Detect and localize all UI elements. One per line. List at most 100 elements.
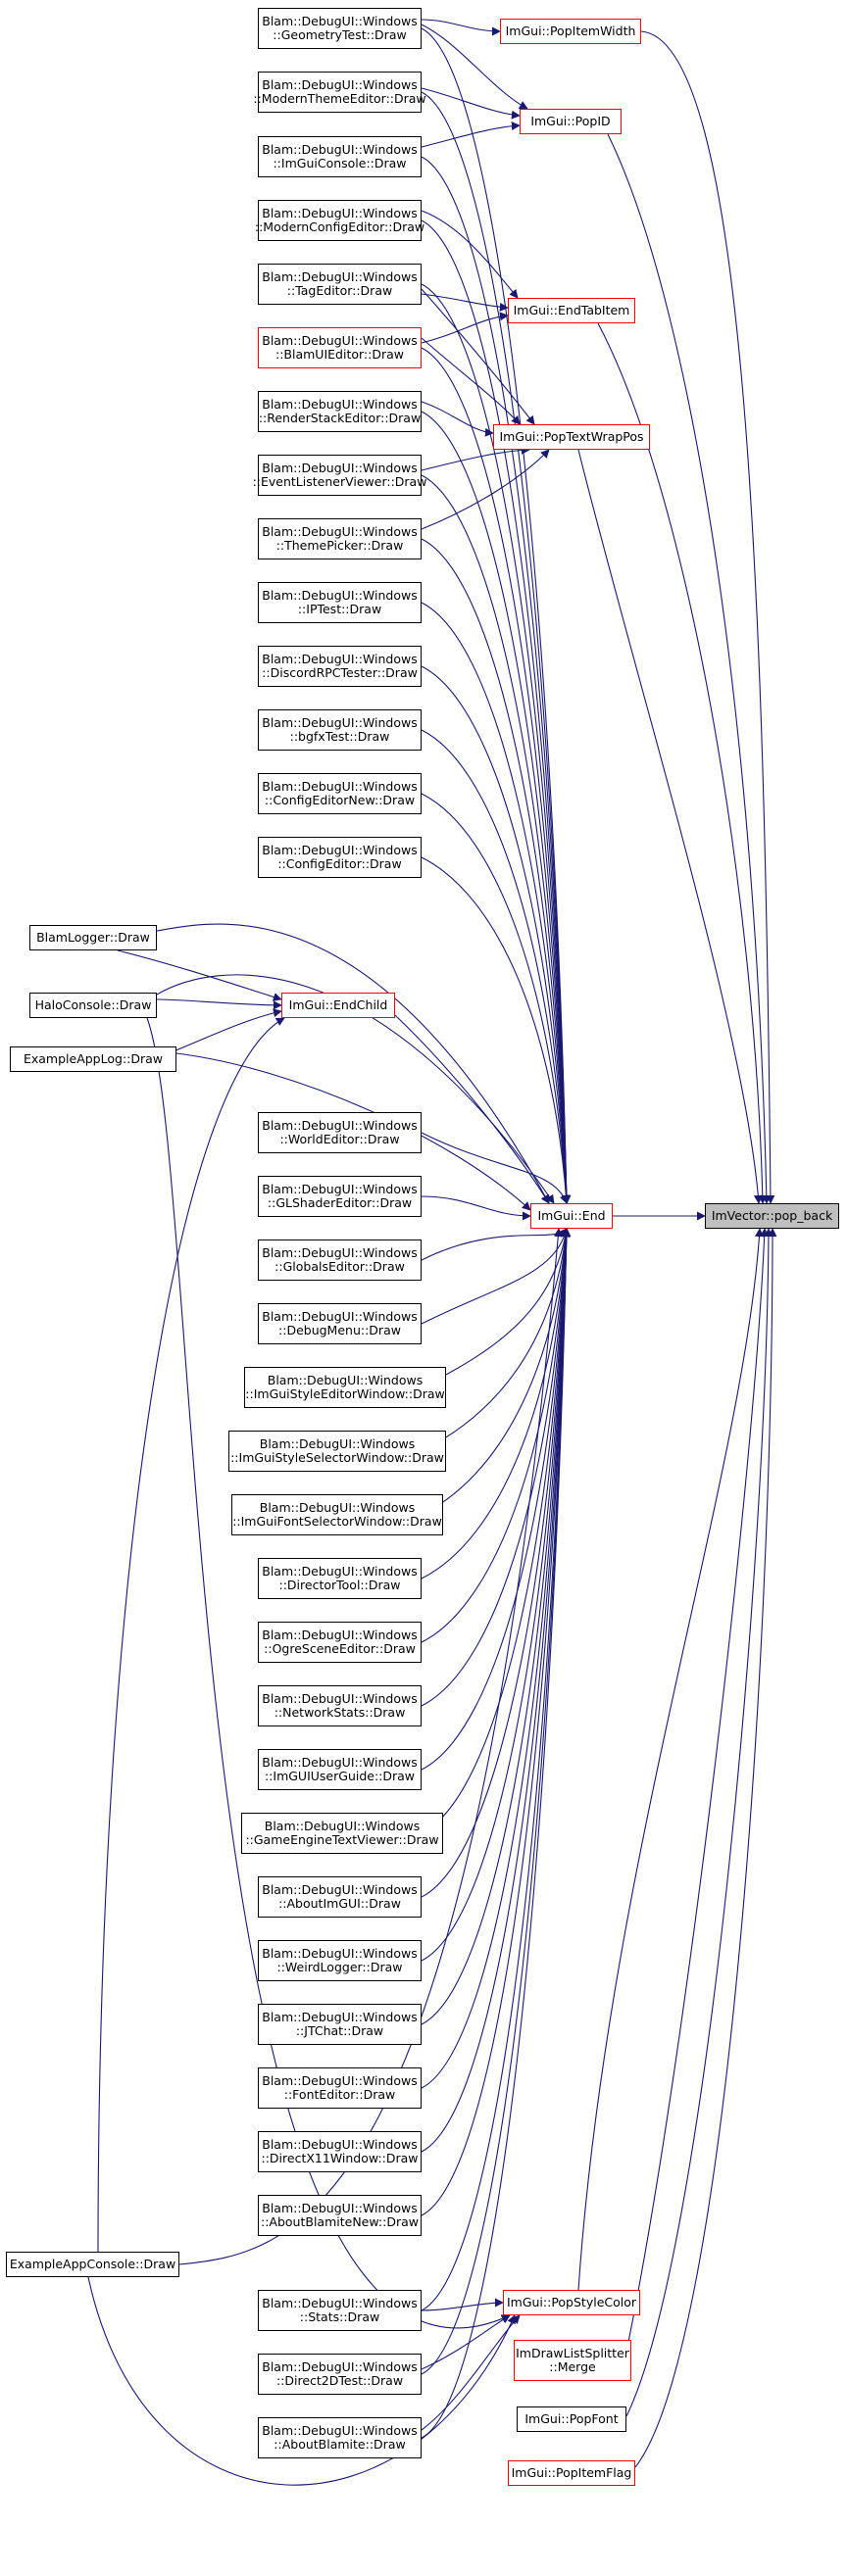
node-label-line1: Blam::DebugUI::Windows xyxy=(262,269,418,284)
node-label-line1: Blam::DebugUI::Windows xyxy=(262,2423,418,2438)
node-pop-back[interactable]: ImVector::pop_back xyxy=(705,1203,839,1229)
node-end[interactable]: ImGui::End xyxy=(530,1203,613,1229)
edge-exampleappconsole-end xyxy=(178,1228,563,2265)
edge-exampleapplog-end xyxy=(175,1052,531,1211)
node-end-child[interactable]: ImGui::EndChild xyxy=(281,993,395,1018)
node-window-glshadereditor[interactable]: Blam::DebugUI::Windows::GLShaderEditor::… xyxy=(258,1176,422,1217)
node-window-aboutblamite[interactable]: Blam::DebugUI::Windows::AboutBlamite::Dr… xyxy=(258,2417,422,2458)
node-window-direct2dtest[interactable]: Blam::DebugUI::Windows::Direct2DTest::Dr… xyxy=(258,2354,422,2395)
edge-window-end xyxy=(421,1228,571,1516)
node-label-line2: ::NetworkStats::Draw xyxy=(274,1705,406,1720)
edge-window-end xyxy=(421,1228,572,2439)
node-merge[interactable]: ImDrawListSplitter ::Merge xyxy=(514,2340,631,2381)
edge-window-end xyxy=(421,1228,572,2311)
node-window-imguistyleselectorwindow[interactable]: Blam::DebugUI::Windows::ImGuiStyleSelect… xyxy=(228,1431,446,1472)
node-window-eventlistenerviewer[interactable]: Blam::DebugUI::Windows::EventListenerVie… xyxy=(253,455,426,496)
node-label-line2: ::OgreSceneEditor::Draw xyxy=(264,1641,416,1656)
node-label-line1: Blam::DebugUI::Windows xyxy=(262,14,418,28)
node-window-gameenginetextviewer[interactable]: Blam::DebugUI::Windows::GameEngineTextVi… xyxy=(241,1813,443,1854)
edge-endtabitem-popback xyxy=(597,322,768,1204)
edge-window-end xyxy=(421,729,572,1204)
node-label-line2: ::ImGuiStyleEditorWindow::Draw xyxy=(245,1386,445,1401)
edge-window-poptextwrappos xyxy=(421,401,494,437)
node-label-line1: Blam::DebugUI::Windows xyxy=(262,1628,418,1642)
edge-window-end xyxy=(421,1228,571,1580)
node-pop-style-color[interactable]: ImGui::PopStyleColor xyxy=(503,2290,640,2315)
node-label-line2: ::GlobalsEditor::Draw xyxy=(274,1259,405,1274)
node-window-modernconfigeditor[interactable]: Blam::DebugUI::Windows::ModernConfigEdit… xyxy=(255,200,424,241)
node-label-line1: Blam::DebugUI::Windows xyxy=(262,2201,418,2215)
node-pop-id[interactable]: ImGui::PopID xyxy=(520,109,622,134)
node-label-line2: ::GeometryTest::Draw xyxy=(273,27,407,42)
node-label-line1: Blam::DebugUI::Windows xyxy=(262,524,418,539)
node-pop-text-wrap-pos[interactable]: ImGui::PopTextWrapPos xyxy=(493,424,650,450)
node-window-imguistyleeditorwindow[interactable]: Blam::DebugUI::Windows::ImGuiStyleEditor… xyxy=(244,1367,446,1408)
node-example-app-log[interactable]: ExampleAppLog::Draw xyxy=(10,1046,176,1072)
node-window-aboutimgui[interactable]: Blam::DebugUI::Windows::AboutImGUI::Draw xyxy=(258,1876,422,1918)
node-window-bgfxtest[interactable]: Blam::DebugUI::Windows::bgfxTest::Draw xyxy=(258,709,422,751)
node-label-line2: ::AboutBlamiteNew::Draw xyxy=(261,2214,419,2229)
node-window-worldeditor[interactable]: Blam::DebugUI::Windows::WorldEditor::Dra… xyxy=(258,1112,422,1153)
edge-window-popid xyxy=(421,122,521,148)
node-window-directortool[interactable]: Blam::DebugUI::Windows::DirectorTool::Dr… xyxy=(258,1558,422,1599)
node-label-line1: Blam::DebugUI::Windows xyxy=(262,333,418,348)
edge-blamlogger-endchild xyxy=(117,949,282,1001)
node-blam-logger[interactable]: BlamLogger::Draw xyxy=(29,925,157,950)
node-window-discordrpctester[interactable]: Blam::DebugUI::Windows::DiscordRPCTester… xyxy=(258,646,422,687)
node-window-aboutblamitenew[interactable]: Blam::DebugUI::Windows::AboutBlamiteNew:… xyxy=(258,2195,422,2236)
node-example-app-console[interactable]: ExampleAppConsole::Draw xyxy=(6,2252,179,2277)
node-label-line2: ::DirectX11Window::Draw xyxy=(261,2151,419,2165)
node-window-imguiuserguide[interactable]: Blam::DebugUI::Windows::ImGUIUserGuide::… xyxy=(258,1749,422,1790)
node-end-tab-item[interactable]: ImGui::EndTabItem xyxy=(508,298,635,323)
node-label: ImGui::PopItemFlag xyxy=(511,2465,632,2480)
node-window-configeditornew[interactable]: Blam::DebugUI::Windows::ConfigEditorNew:… xyxy=(258,773,422,814)
edge-window-poptextwrappos xyxy=(421,337,521,425)
node-window-debugmenu[interactable]: Blam::DebugUI::Windows::DebugMenu::Draw xyxy=(258,1303,422,1344)
node-pop-font[interactable]: ImGui::PopFont xyxy=(517,2406,626,2432)
node-window-networkstats[interactable]: Blam::DebugUI::Windows::NetworkStats::Dr… xyxy=(258,1685,422,1726)
node-label: HaloConsole::Draw xyxy=(34,997,152,1012)
node-label-line1: Blam::DebugUI::Windows xyxy=(262,2359,418,2374)
node-label: ImVector::pop_back xyxy=(711,1208,833,1223)
edge-window-endtabitem xyxy=(421,210,519,299)
node-window-modernthemeeditor[interactable]: Blam::DebugUI::Windows::ModernThemeEdito… xyxy=(253,72,426,113)
edge-window-popitemwidth xyxy=(421,19,501,36)
edge-window-end xyxy=(421,538,572,1204)
node-window-fonteditor[interactable]: Blam::DebugUI::Windows::FontEditor::Draw xyxy=(258,2067,422,2109)
node-window-renderstackeditor[interactable]: Blam::DebugUI::Windows::RenderStackEdito… xyxy=(258,391,422,432)
node-label-line1: Blam::DebugUI::Windows xyxy=(262,142,418,157)
node-label-line1: Blam::DebugUI::Windows xyxy=(262,1245,418,1260)
node-window-blamuieditor[interactable]: Blam::DebugUI::Windows::BlamUIEditor::Dr… xyxy=(258,327,422,368)
node-window-imguiconsole[interactable]: Blam::DebugUI::Windows::ImGuiConsole::Dr… xyxy=(258,136,422,177)
node-window-themepicker[interactable]: Blam::DebugUI::Windows::ThemePicker::Dra… xyxy=(258,518,422,559)
edge-window-popstylecolor xyxy=(421,2298,504,2311)
node-label-line2: ::WeirdLogger::Draw xyxy=(276,1960,403,1974)
node-window-globalseditor[interactable]: Blam::DebugUI::Windows::GlobalsEditor::D… xyxy=(258,1239,422,1281)
node-halo-console[interactable]: HaloConsole::Draw xyxy=(29,993,157,1018)
edge-window-end xyxy=(421,283,572,1204)
node-window-ogresceneeditor[interactable]: Blam::DebugUI::Windows::OgreSceneEditor:… xyxy=(258,1622,422,1663)
node-window-directx11window[interactable]: Blam::DebugUI::Windows::DirectX11Window:… xyxy=(258,2131,422,2172)
edge-window-endtabitem xyxy=(421,293,509,312)
node-label-line1: Blam::DebugUI::Windows xyxy=(262,206,418,220)
node-window-tageditor[interactable]: Blam::DebugUI::Windows::TagEditor::Draw xyxy=(258,264,422,305)
node-window-imguifontselectorwindow[interactable]: Blam::DebugUI::Windows::ImGuiFontSelecto… xyxy=(231,1494,443,1535)
node-label-line2: ::ConfigEditor::Draw xyxy=(277,856,402,871)
node-label-line2: ::AboutBlamite::Draw xyxy=(274,2437,406,2452)
node-pop-item-flag[interactable]: ImGui::PopItemFlag xyxy=(508,2460,635,2486)
edge-poptextwrappos-popback xyxy=(577,449,763,1204)
edge-window-end xyxy=(421,411,572,1204)
node-label-line1: Blam::DebugUI::Windows xyxy=(262,461,418,475)
edge-window-end xyxy=(421,1228,572,2153)
node-window-iptest[interactable]: Blam::DebugUI::Windows::IPTest::Draw xyxy=(258,582,422,623)
node-window-configeditor[interactable]: Blam::DebugUI::Windows::ConfigEditor::Dr… xyxy=(258,837,422,878)
edge-blamlogger-end xyxy=(156,923,550,1204)
node-window-jtchat[interactable]: Blam::DebugUI::Windows::JTChat::Draw xyxy=(258,2004,422,2045)
node-pop-item-width[interactable]: ImGui::PopItemWidth xyxy=(500,19,641,44)
node-window-weirdlogger[interactable]: Blam::DebugUI::Windows::WeirdLogger::Dra… xyxy=(258,1940,422,1981)
edge-haloconsole-end xyxy=(156,974,555,1204)
node-window-geometrytest[interactable]: Blam::DebugUI::Windows::GeometryTest::Dr… xyxy=(258,8,422,49)
node-label-line1: Blam::DebugUI::Windows xyxy=(259,1436,416,1451)
node-window-stats[interactable]: Blam::DebugUI::Windows::Stats::Draw xyxy=(258,2290,422,2331)
node-label-line1: Blam::DebugUI::Windows xyxy=(262,1564,418,1579)
